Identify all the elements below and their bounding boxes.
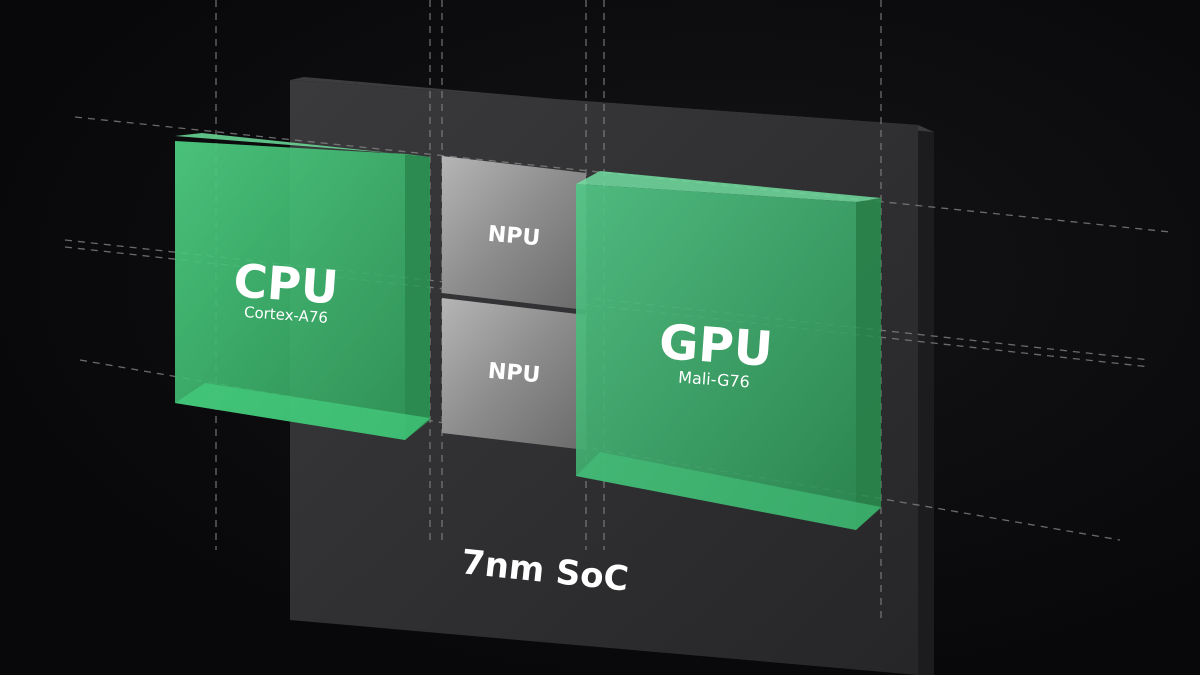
- cpu-block-bottom-edge: [175, 383, 430, 440]
- npu-block-bottom: NPU: [442, 298, 586, 450]
- soc-board-top-edge: [290, 77, 934, 132]
- background-highlight: [641, 0, 1200, 40]
- cpu-block-face: [175, 141, 405, 440]
- gpu-block-face: [576, 184, 856, 530]
- soc-board-side: [918, 125, 934, 675]
- cpu-model-label: Cortex-A76: [243, 303, 328, 327]
- npu-top-label: NPU: [487, 222, 541, 251]
- cpu-block-top: [175, 133, 430, 157]
- cpu-block-side: [405, 154, 430, 440]
- gpu-label: GPU: [657, 314, 774, 378]
- gpu-block-side: [856, 198, 881, 530]
- cpu-block: CPU Cortex-A76: [175, 133, 430, 440]
- gpu-block-top: [576, 171, 881, 202]
- gpu-block-bottom-edge: [576, 452, 881, 530]
- gpu-model-label: Mali-G76: [678, 368, 751, 392]
- npu-block-top: NPU: [442, 156, 586, 310]
- npu-bottom-label: NPU: [487, 359, 541, 388]
- gpu-block: GPU Mali-G76: [576, 171, 881, 530]
- cpu-label: CPU: [232, 253, 340, 314]
